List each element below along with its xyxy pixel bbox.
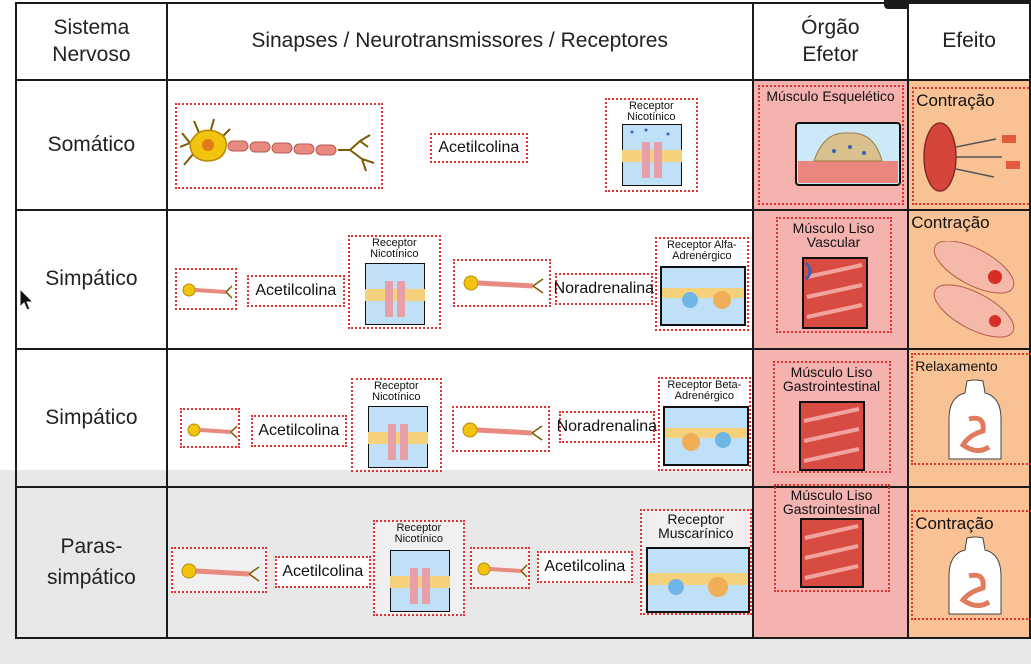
effect-cell: Contração [907, 486, 1031, 639]
effect-cell: Contração [907, 79, 1031, 211]
system-name: Simpático [15, 209, 168, 350]
smooth-muscle-icon [798, 401, 865, 471]
row-somatico: Somático [15, 79, 1031, 211]
organ-label: Músculo Liso Gastrointestinal [782, 364, 881, 394]
skeletal-muscle-junction-icon [794, 122, 901, 186]
nicotinic-receptor-icon [389, 550, 450, 612]
synapse-cell: Acetilcolina Receptor Nicotínico [165, 348, 754, 488]
receptor-box: Receptor Nicotínico [604, 98, 698, 192]
vessel-contraction-icon [933, 241, 1015, 338]
smooth-muscle-icon [799, 518, 864, 588]
effector-organ-cell: Músculo Liso Vascular [751, 209, 910, 350]
organ-label: Músculo Liso Vascular [792, 220, 875, 250]
postganglionic-neuron-box [452, 259, 551, 307]
receptor-box-2: Receptor Muscarínico [639, 509, 752, 615]
row-simpatico-alfa: Simpático Acetilcolina Receptor Nicotíni… [15, 209, 1031, 350]
neuron-icon [463, 275, 544, 294]
receptor-box-1: Receptor Nicotínico [347, 235, 441, 329]
effect-label: Contração [916, 91, 995, 110]
synapse-cell: Acetilcolina Receptor Nicotínico [165, 486, 754, 639]
system-name: Simpático [15, 348, 168, 488]
organ-box: Músculo Liso Vascular [775, 217, 892, 333]
receptor-label-2: Receptor Alfa-Adrenérgico [666, 239, 737, 262]
organ-label: Músculo Esquelético [766, 88, 895, 104]
header-orgao-efetor: Órgão Efetor [751, 2, 910, 81]
organ-box: Músculo Liso Gastrointestinal [772, 361, 891, 473]
neurotransmitter-table: Sistema Nervoso Sinapses / Neurotransmis… [15, 2, 1031, 639]
neurotransmitter-label: Acetilcolina [429, 133, 528, 163]
adrenergic-receptor-icon [659, 266, 746, 326]
receptor-label-1: Receptor Nicotínico [372, 380, 421, 403]
header-sinapses: Sinapses / Neurotransmissores / Receptor… [165, 2, 754, 81]
neuron-icon [181, 563, 260, 582]
receptor-label-2: Receptor Beta-Adrenérgico [667, 379, 742, 402]
effector-organ-cell: Músculo Liso Gastrointestinal [751, 484, 910, 639]
neuron-icon [179, 118, 375, 172]
effect-box: Contração [912, 87, 1031, 205]
system-name: Paras- simpático [15, 486, 168, 639]
preganglionic-neuron-box [174, 268, 237, 310]
digestive-system-icon [948, 379, 1002, 460]
effector-organ-cell: Músculo Liso Gastrointestinal [751, 348, 910, 488]
muscarinic-receptor-icon [645, 547, 750, 613]
header-sistema-nervoso: Sistema Nervoso [15, 2, 168, 81]
neurotransmitter-label-1: Acetilcolina [246, 275, 345, 307]
header-efeito: Efeito [907, 2, 1031, 81]
neurotransmitter-label-1: Acetilcolina [274, 556, 371, 588]
neuron-icon [477, 562, 528, 578]
postganglionic-neuron-box [469, 547, 530, 589]
muscle-contraction-icon [923, 122, 1021, 192]
receptor-label: Receptor Nicotínico [627, 100, 676, 123]
preganglionic-neuron-box [179, 408, 240, 448]
neuron-icon [462, 422, 543, 441]
effect-box: Relaxamento [911, 353, 1031, 465]
organ-box: Músculo Esquelético [757, 85, 904, 205]
neurotransmitter-label-2: Acetilcolina [536, 551, 633, 583]
system-name: Somático [15, 79, 168, 211]
effect-cell: Relaxamento [907, 348, 1031, 488]
header-row: Sistema Nervoso Sinapses / Neurotransmis… [15, 2, 1031, 81]
effect-label: Contração [911, 213, 990, 232]
digestive-system-icon [948, 536, 1002, 615]
motor-neuron-box [174, 103, 383, 189]
neurotransmitter-label-2: Noradrenalina [554, 273, 654, 305]
effect-label: Contração [915, 514, 994, 533]
neuron-icon [182, 283, 233, 299]
effect-label: Relaxamento [915, 358, 998, 374]
row-simpatico-beta: Simpático Acetilcolina Receptor Nicotíni… [15, 348, 1031, 488]
nicotinic-receptor-icon [364, 263, 425, 325]
neuron-icon [187, 423, 238, 439]
neurotransmitter-label-2: Noradrenalina [557, 411, 657, 443]
organ-label: Músculo Liso Gastrointestinal [782, 487, 881, 517]
receptor-box-1: Receptor Nicotínico [350, 378, 442, 472]
row-parassimpatico: Paras- simpático Acetilcolina Receptor N… [15, 484, 1031, 639]
receptor-box-2: Receptor Beta-Adrenérgico [657, 377, 751, 471]
nicotinic-receptor-icon [367, 406, 428, 468]
synapse-cell: Acetilcolina Receptor Nicotínico [165, 209, 754, 350]
receptor-label-1: Receptor Nicotínico [370, 237, 419, 260]
mouse-cursor-icon [19, 288, 35, 311]
receptor-box-1: Receptor Nicotínico [372, 520, 465, 616]
postganglionic-neuron-box [451, 406, 550, 452]
synapse-cell: Acetilcolina Receptor Nicotínico [165, 79, 754, 211]
effector-organ-cell: Músculo Esquelético [751, 79, 910, 211]
receptor-label-1: Receptor Nicotínico [394, 522, 443, 545]
receptor-box-2: Receptor Alfa-Adrenérgico [654, 237, 749, 331]
smooth-muscle-icon [801, 257, 868, 329]
adrenergic-receptor-icon [662, 406, 749, 466]
effect-box: Contração [911, 510, 1031, 620]
nicotinic-receptor-icon [621, 124, 682, 186]
preganglionic-neuron-box [170, 547, 267, 593]
effect-cell: Contração [907, 209, 1031, 350]
receptor-label-2: Receptor Muscarínico [658, 511, 734, 541]
neurotransmitter-label-1: Acetilcolina [250, 415, 347, 447]
organ-box: Músculo Liso Gastrointestinal [773, 484, 890, 592]
